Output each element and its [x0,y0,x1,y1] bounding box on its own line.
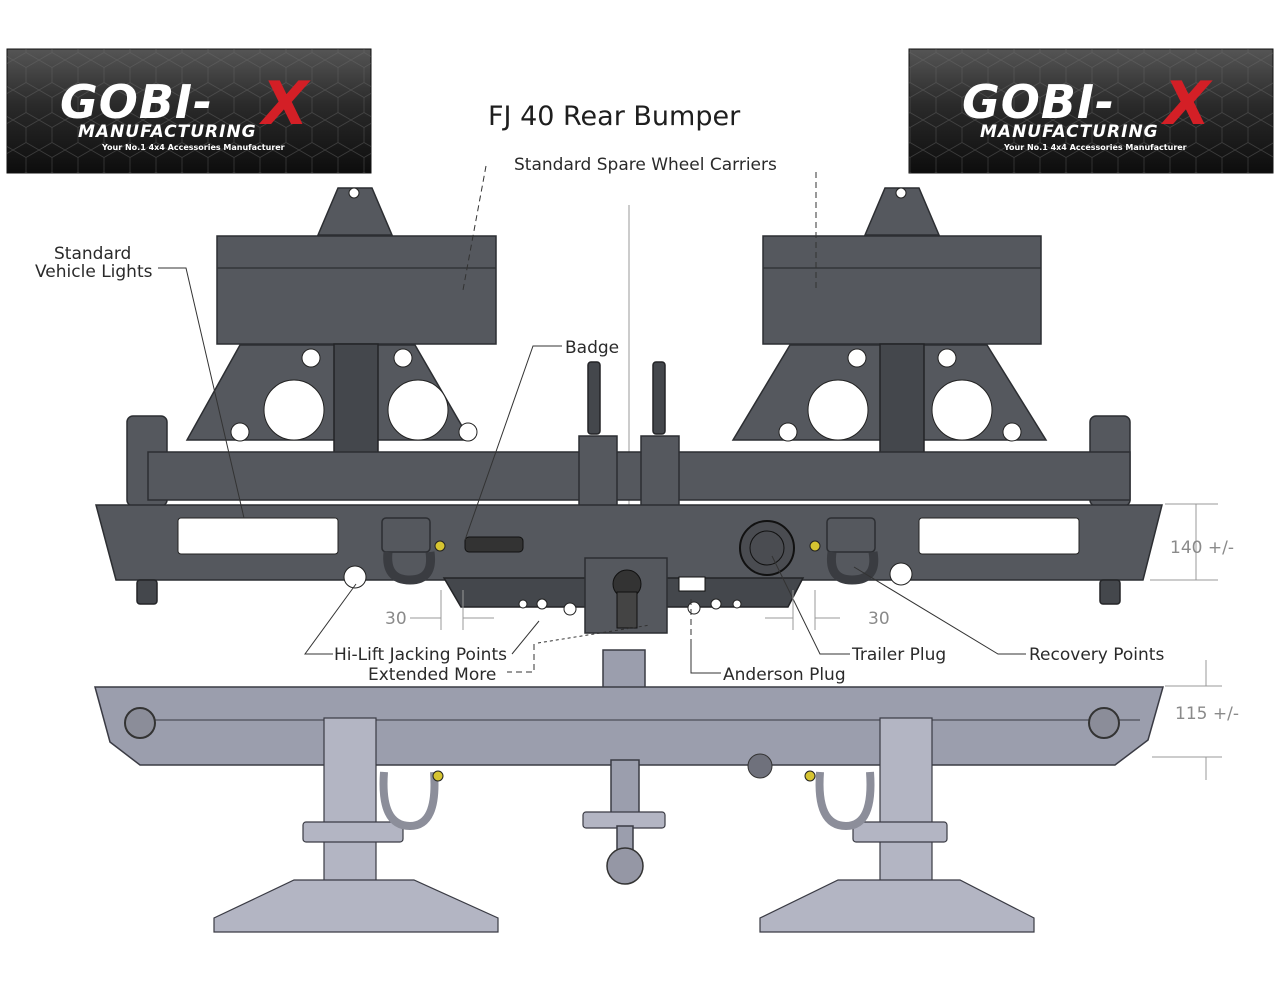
light-cutout-left [177,517,339,555]
logo-manufacturing: MANUFACTURING [78,122,257,142]
gobi-x-logo-left: GOBI- X MANUFACTURING Your No.1 4x4 Acce… [6,48,372,174]
leader-extended-more [507,644,535,673]
logo-wordmark: GOBI- [962,75,1115,129]
mount-post-right [879,717,933,889]
gobi-x-logo-right: GOBI- X MANUFACTURING Your No.1 4x4 Acce… [908,48,1274,174]
dimension-right-30 [765,590,840,630]
mount-foot-right [759,879,1035,933]
tow-ball [606,847,644,885]
label-recovery-points: Recovery Points [1029,645,1164,665]
spare-wheel-carrier-right [731,187,1048,455]
trailer-plug [739,520,795,576]
mount-post-left [323,717,377,889]
logo-x-mark: X [1160,69,1213,139]
latch-handle-right [652,361,666,435]
dimension-height-top [1152,660,1222,780]
label-extended-more: Extended More [368,665,496,685]
bumper-top-view [94,649,1164,933]
leader-hi-lift-left [304,583,357,655]
carrier-bar [147,451,1131,501]
label-spare-wheel-carriers: Standard Spare Wheel Carriers [514,155,777,175]
logo-x-mark: X [258,69,311,139]
leader-vehicle-lights [158,267,245,519]
mount-foot-left [213,879,499,933]
anderson-plug [678,576,706,592]
badge-plate [464,536,524,553]
shackle-right [809,517,879,585]
diagram-title: FJ 40 Rear Bumper [488,101,741,132]
leader-trailer-plug [771,555,850,655]
dim-right-offset: 30 [868,609,890,629]
leader-badge [464,345,562,541]
label-trailer-plug: Trailer Plug [851,645,946,665]
logo-tagline: Your No.1 4x4 Accessories Manufacturer [1003,143,1187,152]
leader-hi-lift-right [511,620,540,655]
dim-left-offset: 30 [385,609,407,629]
light-cutout-right [918,517,1080,555]
label-anderson-plug: Anderson Plug [723,665,846,685]
leader-anderson [690,645,721,674]
dimension-left-30 [410,590,494,630]
dim-top-height: 115 +/- [1175,704,1239,724]
label-vehicle-lights-2: Vehicle Lights [35,262,153,282]
bumper-front-view [95,504,1163,634]
label-hi-lift: Hi-Lift Jacking Points [334,645,507,665]
logo-manufacturing: MANUFACTURING [980,122,1159,142]
leader-spare-left [462,165,487,291]
receiver-tube [602,649,646,689]
latch-handle-left [587,361,601,435]
logo-tagline: Your No.1 4x4 Accessories Manufacturer [101,143,285,152]
shackle-left [381,517,446,585]
spare-wheel-carrier-left [185,187,497,455]
label-vehicle-lights-1: Standard [54,244,131,264]
label-badge: Badge [565,338,619,358]
dimension-height-front [1150,503,1218,581]
logo-wordmark: GOBI- [60,75,213,129]
leader-recovery [853,566,1026,655]
dim-front-height: 140 +/- [1170,538,1234,558]
